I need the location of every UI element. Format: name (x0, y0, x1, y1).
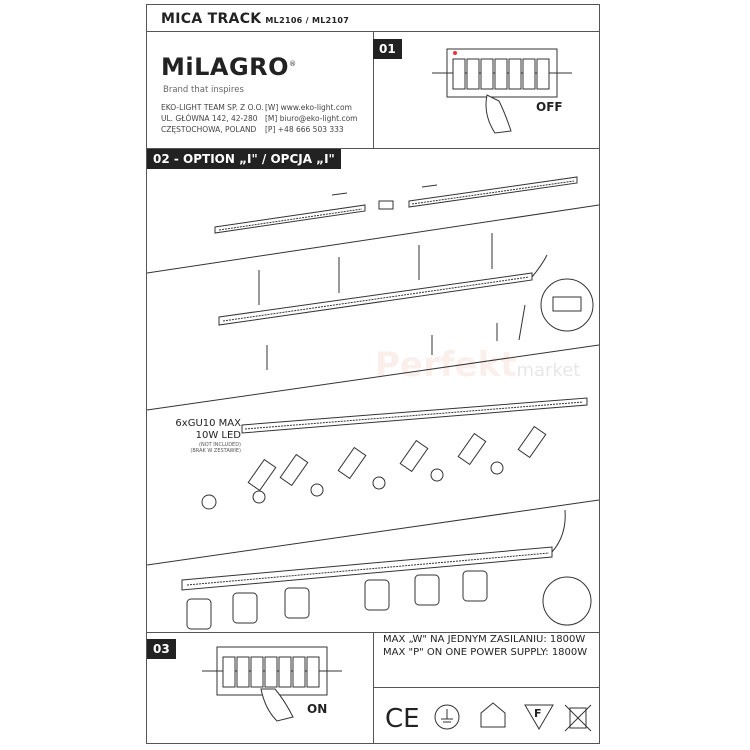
company-line: EKO-LIGHT TEAM SP. Z O.O. (161, 103, 264, 112)
bulb-max: 6xGU10 MAX (175, 418, 241, 429)
max-power-note: MAX „W" NA JEDNYM ZASILANIU: 1800W MAX "… (383, 633, 587, 659)
track-with-spots (201, 397, 588, 510)
track-connector (378, 200, 394, 210)
bulb-note: 6xGU10 MAX 10W LED (NOT INCLUDED) (BRAK … (159, 418, 241, 454)
switch-on-label: ON (307, 702, 328, 716)
model-codes: ML2106 / ML2107 (265, 16, 350, 25)
certification-symbols: CE F (385, 702, 592, 734)
indoor-use-icon (480, 702, 506, 728)
track-pieces (214, 176, 578, 234)
fuse-letter: F (534, 707, 542, 720)
milagro-logo: MiLAGRO® (161, 53, 297, 81)
watermark: Perfektmarket (375, 345, 580, 385)
brand-tagline: Brand that inspires (163, 85, 244, 95)
ce-mark: CE (385, 704, 420, 734)
contact-line: [M] biuro@eko-light.com (265, 114, 358, 123)
mounted-track (218, 233, 594, 370)
company-contacts: [W] www.eko-light.com [M] biuro@eko-ligh… (265, 102, 357, 135)
spot-lights (201, 425, 547, 510)
weee-bin-icon (569, 707, 587, 729)
company-address: EKO-LIGHT TEAM SP. Z O.O. UL. GŁÓWNA 142… (161, 102, 264, 135)
company-line: UL. GŁÓWNA 142, 42-280 (161, 114, 258, 123)
bulb-not-included: (NOT INCLUDED) (199, 442, 241, 448)
max-power-pl: MAX „W" NA JEDNYM ZASILANIU: 1800W (383, 634, 586, 645)
panel-divider (147, 499, 599, 566)
flammable-surface-icon (524, 704, 554, 730)
logo-text: MiLAGRO (161, 53, 290, 81)
contact-line: [W] www.eko-light.com (265, 103, 352, 112)
line-illustrations: CE F (147, 48, 599, 734)
max-power-en: MAX "P" ON ONE POWER SUPPLY: 1800W (383, 647, 588, 658)
bulb-power: 10W LED (195, 430, 241, 441)
switch-off-label: OFF (536, 100, 563, 114)
top-vertical-divider (373, 31, 374, 148)
step-02-tag: 02 - OPTION „I" / OPCJA „I" (147, 149, 341, 169)
step-03-tag: 03 (147, 639, 176, 659)
watermark-sub: market (516, 360, 581, 381)
breaker-off-illustration (432, 48, 572, 134)
company-line: CZĘSTOCHOWA, POLAND (161, 125, 257, 134)
symbols-divider (373, 687, 599, 688)
indicator-dot (453, 51, 457, 55)
watermark-main: Perfekt (375, 345, 517, 385)
bulb-not-included-pl: (BRAK W ZESTAWIE) (190, 448, 241, 454)
contact-line: [P] +48 666 503 333 (265, 125, 344, 134)
end-cap-detail (542, 576, 592, 626)
step-01-tag: 01 (373, 39, 402, 59)
breaker-on-illustration (202, 646, 342, 722)
panel-divider (147, 344, 599, 411)
panel-divider (147, 204, 599, 274)
title-text: MICA TRACK (161, 11, 262, 27)
registered-mark: ® (289, 60, 297, 68)
ground-symbol (434, 704, 460, 730)
finished-track (181, 509, 592, 630)
section-divider-01 (147, 148, 599, 149)
